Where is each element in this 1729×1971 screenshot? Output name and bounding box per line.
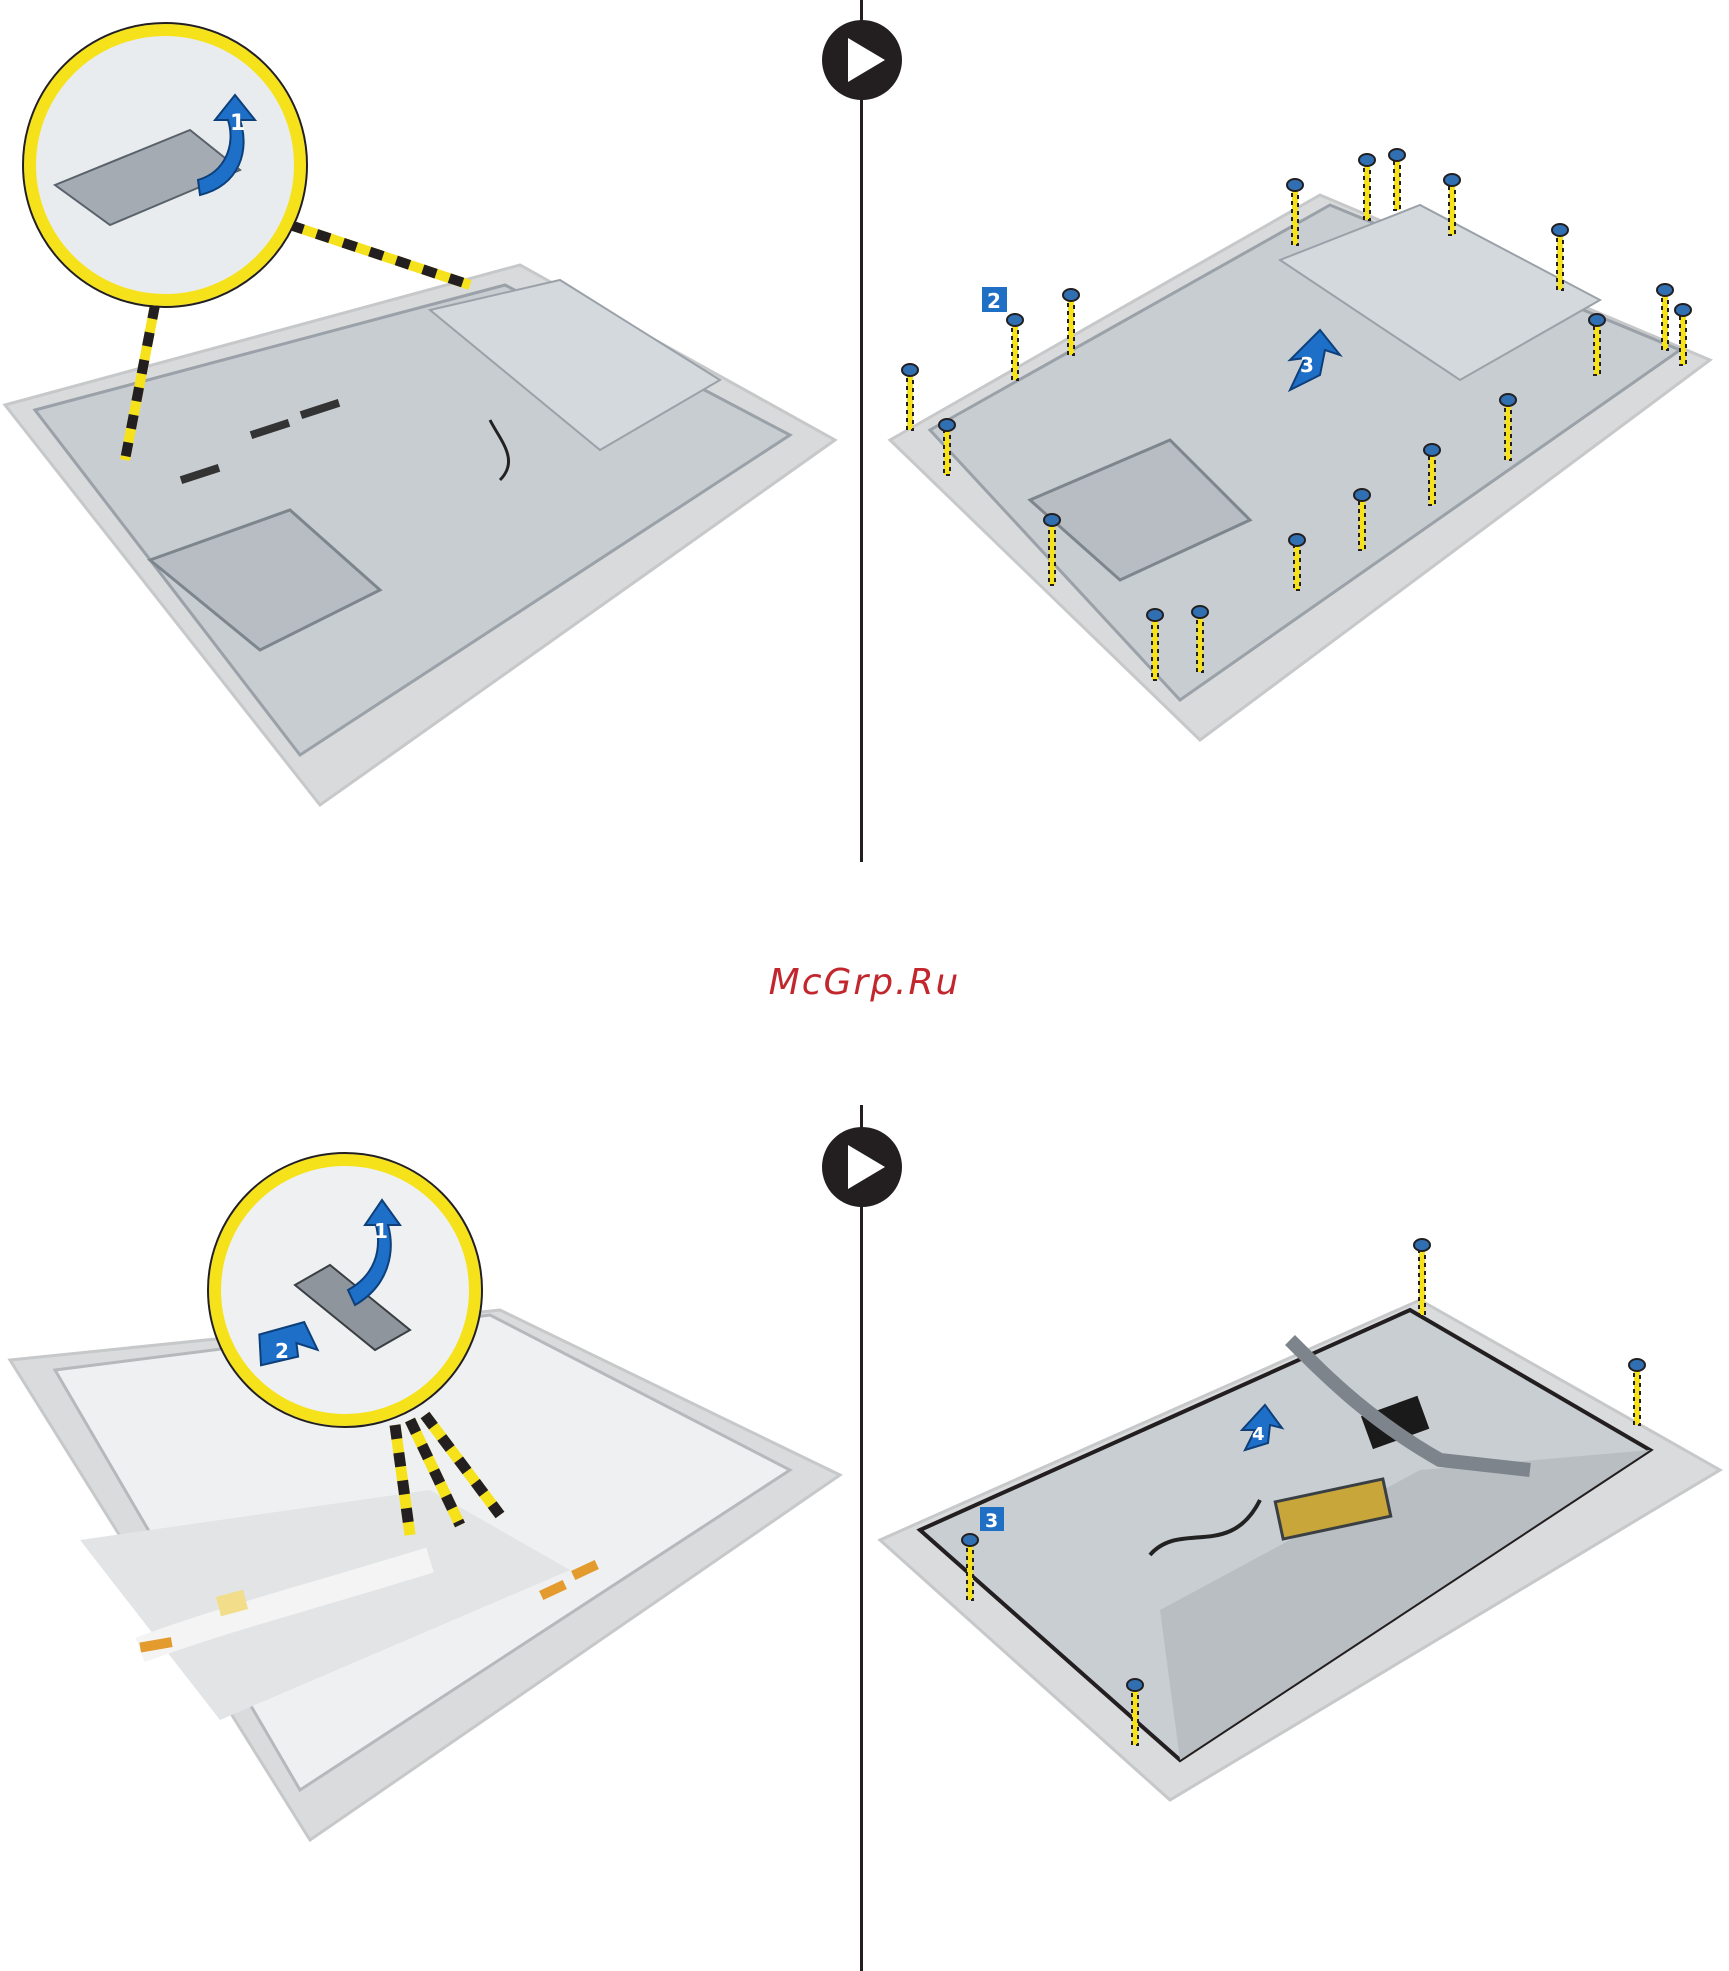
step-arrow-label: 4 <box>1252 1424 1265 1445</box>
screw-icon <box>1629 1359 1645 1425</box>
step-label-text: 3 <box>985 1510 998 1532</box>
